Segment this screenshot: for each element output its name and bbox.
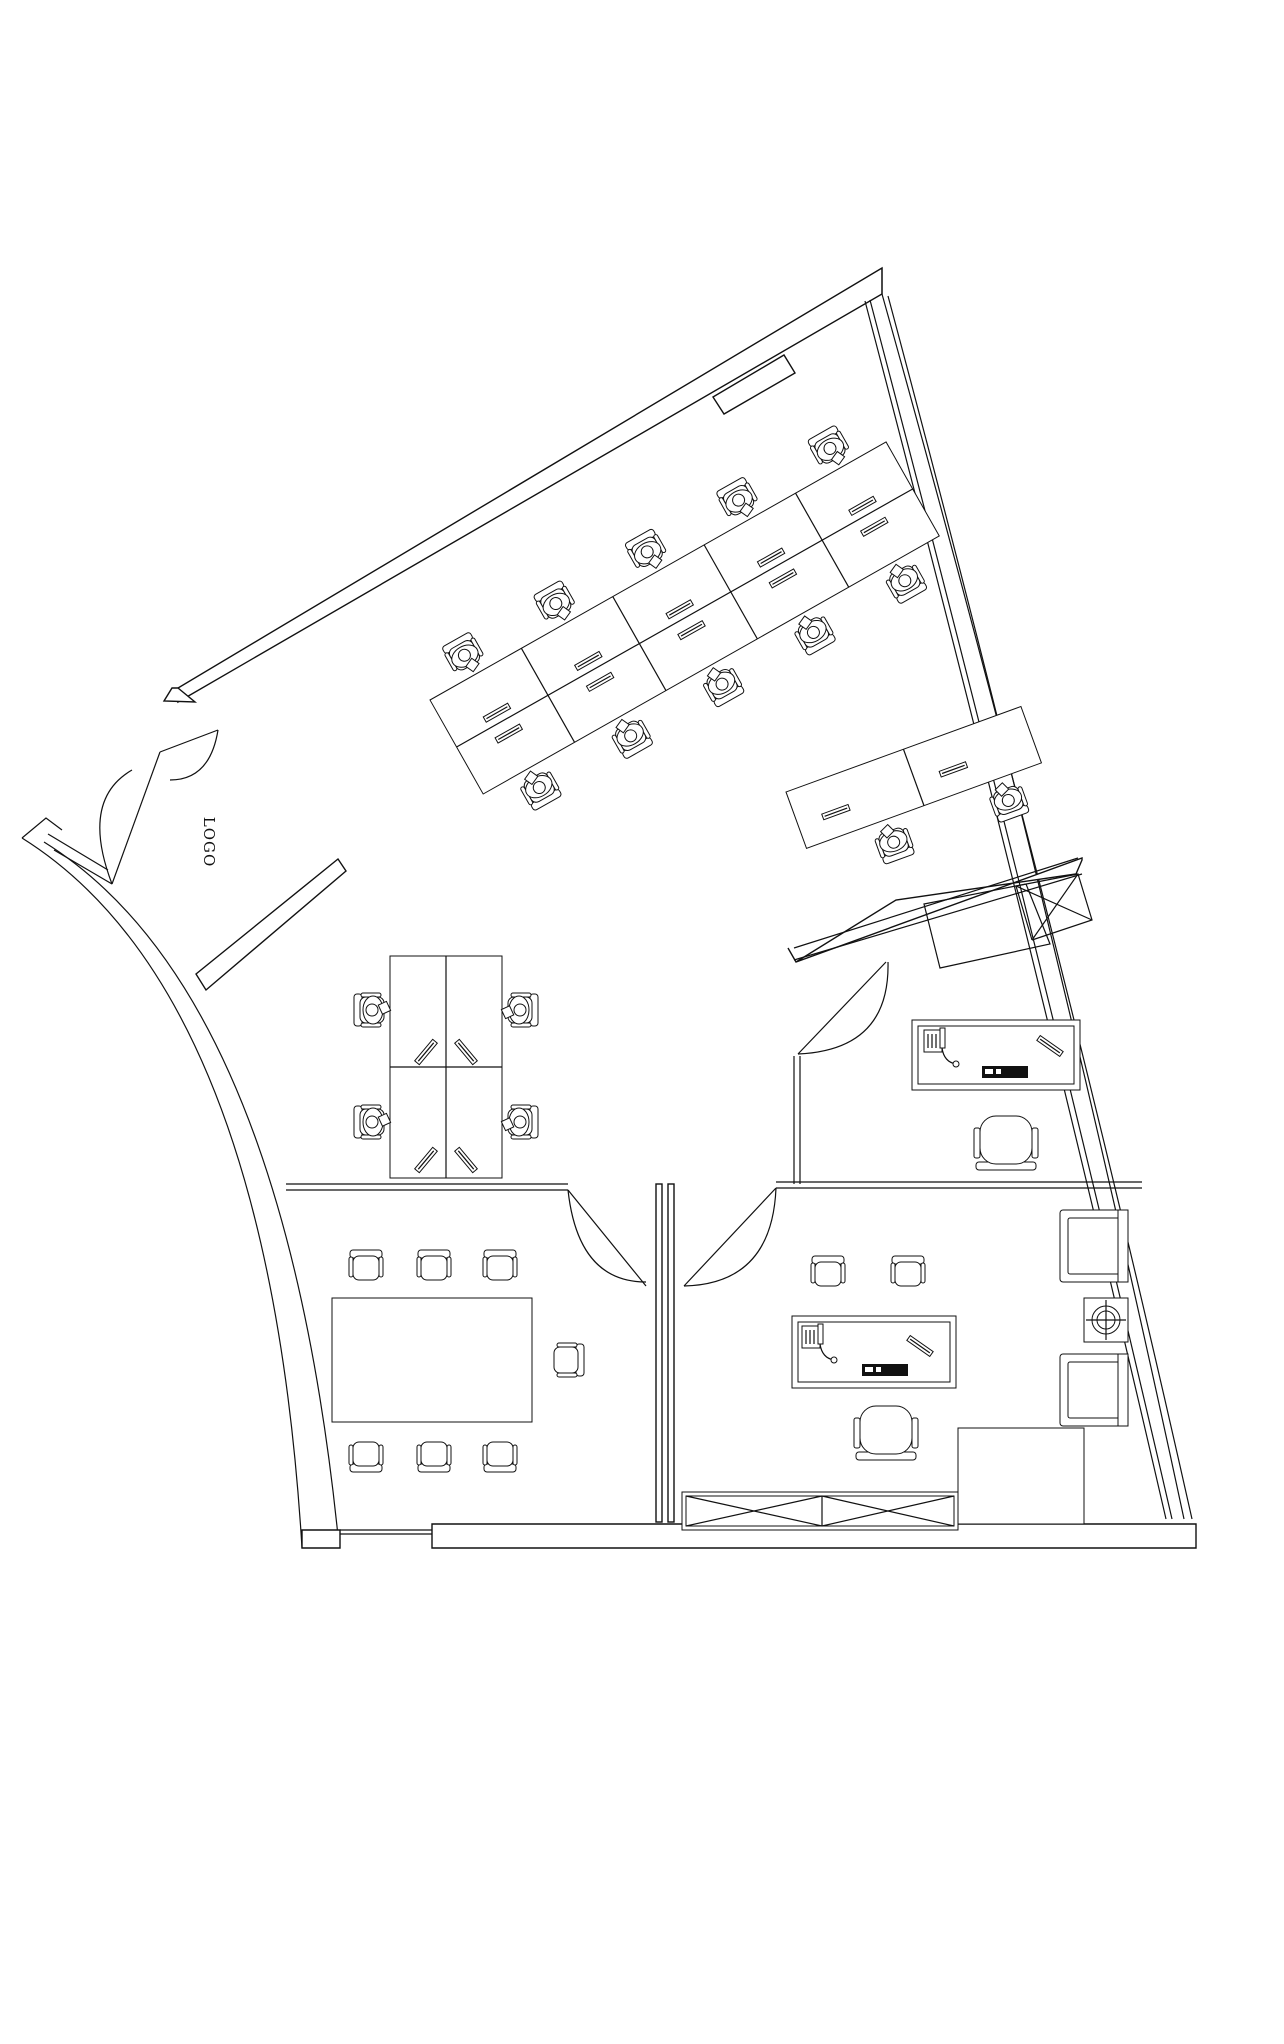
meeting-room [331,1249,585,1473]
chair-icon [553,1342,585,1378]
monitor-icon [862,1364,908,1376]
meeting-table [331,1297,533,1423]
office-chair-icon [501,993,538,1027]
chair-icon [348,1249,384,1281]
office-chair-icon [501,1105,538,1139]
office-chair-icon [354,993,391,1027]
workstation-pod [354,955,538,1179]
office-chair-icon [354,1105,391,1139]
chair-icon [482,1441,518,1473]
entrance-door [99,729,219,885]
room-doors [567,961,889,1287]
armchair-icon [1059,1353,1129,1427]
monitor-icon [982,1066,1028,1078]
interior-walls [286,857,1142,1523]
armchair-icon [1059,1209,1129,1283]
office-chair-icon [986,777,1030,823]
chair-icon [416,1249,452,1281]
logo-text: LOGO [200,817,218,868]
chair-icon [482,1249,518,1281]
chair-icon [810,1255,846,1287]
logo-label: LOGO [200,817,218,868]
workstation-cluster-right [785,705,1043,887]
chair-icon [416,1441,452,1473]
manager-office [911,1019,1081,1171]
chair-icon [348,1441,384,1473]
storage-cabinet [957,1427,1085,1525]
director-office [681,1209,1129,1531]
chair-icon [890,1255,926,1287]
outer-walls [21,266,1197,1549]
office-chair-icon [871,819,915,865]
workstation-cluster-main [429,407,940,829]
